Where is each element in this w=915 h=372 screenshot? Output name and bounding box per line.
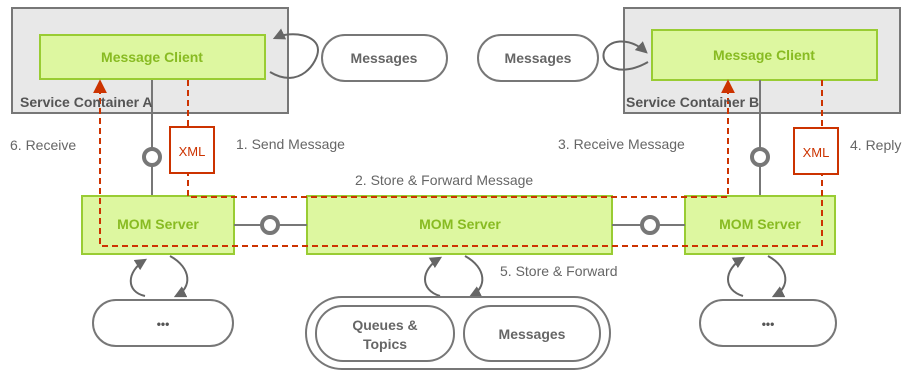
mom-server-left-label: MOM Server	[117, 216, 199, 232]
xml-send-label: XML	[179, 144, 206, 159]
store-messages-bottom	[463, 305, 601, 362]
interface-circle-b	[750, 147, 770, 167]
messages-store-left	[321, 34, 448, 82]
dots-left-label: •••	[157, 317, 170, 331]
message-client-b	[651, 29, 878, 81]
store-left	[92, 299, 234, 347]
queues-line1-label: Queues &	[352, 317, 417, 333]
container-a-label: Service Container A	[20, 94, 153, 110]
loop-arrow-server-right-b	[767, 255, 787, 298]
step-1-label: 1. Send Message	[236, 136, 345, 152]
step-4-label: 4. Reply	[850, 137, 901, 153]
store-queues-topics	[315, 305, 455, 362]
messages-bottom-label: Messages	[499, 326, 566, 342]
server-interface-right	[640, 215, 660, 235]
loop-arrow-server-center-b	[464, 255, 484, 298]
server-interface-left	[260, 215, 280, 235]
loop-arrow-client-b	[602, 40, 649, 71]
step-3-label: 3. Receive Message	[558, 136, 685, 152]
mom-server-right	[684, 195, 836, 255]
step-2-label: 2. Store & Forward Message	[355, 172, 533, 188]
store-right	[699, 299, 837, 347]
step-5-label: 5. Store & Forward	[500, 263, 618, 279]
queues-line2-label: Topics	[363, 336, 407, 352]
messages-left-label: Messages	[351, 50, 418, 66]
interface-circle-a	[142, 147, 162, 167]
messages-right-label: Messages	[505, 50, 572, 66]
xml-reply-label: XML	[803, 145, 830, 160]
message-path-send	[187, 79, 735, 198]
message-client-a	[39, 34, 266, 80]
xml-badge-reply	[793, 127, 839, 175]
client-b-label: Message Client	[713, 47, 815, 63]
messages-store-right	[477, 34, 599, 82]
client-a-label: Message Client	[101, 49, 203, 65]
container-b-label: Service Container B	[626, 94, 759, 110]
loop-arrow-server-right	[727, 256, 746, 297]
loop-arrow-server-center	[424, 256, 443, 297]
xml-badge-send	[169, 126, 215, 174]
loop-arrow-server-left-b	[169, 255, 189, 298]
mom-server-right-label: MOM Server	[719, 216, 801, 232]
step-6-label: 6. Receive	[10, 137, 76, 153]
dots-right-label: •••	[762, 317, 775, 331]
loop-arrow-server-left	[129, 258, 148, 297]
mom-server-center-label: MOM Server	[419, 216, 501, 232]
loop-arrow-client-a	[269, 28, 320, 79]
mom-server-left	[81, 195, 235, 255]
